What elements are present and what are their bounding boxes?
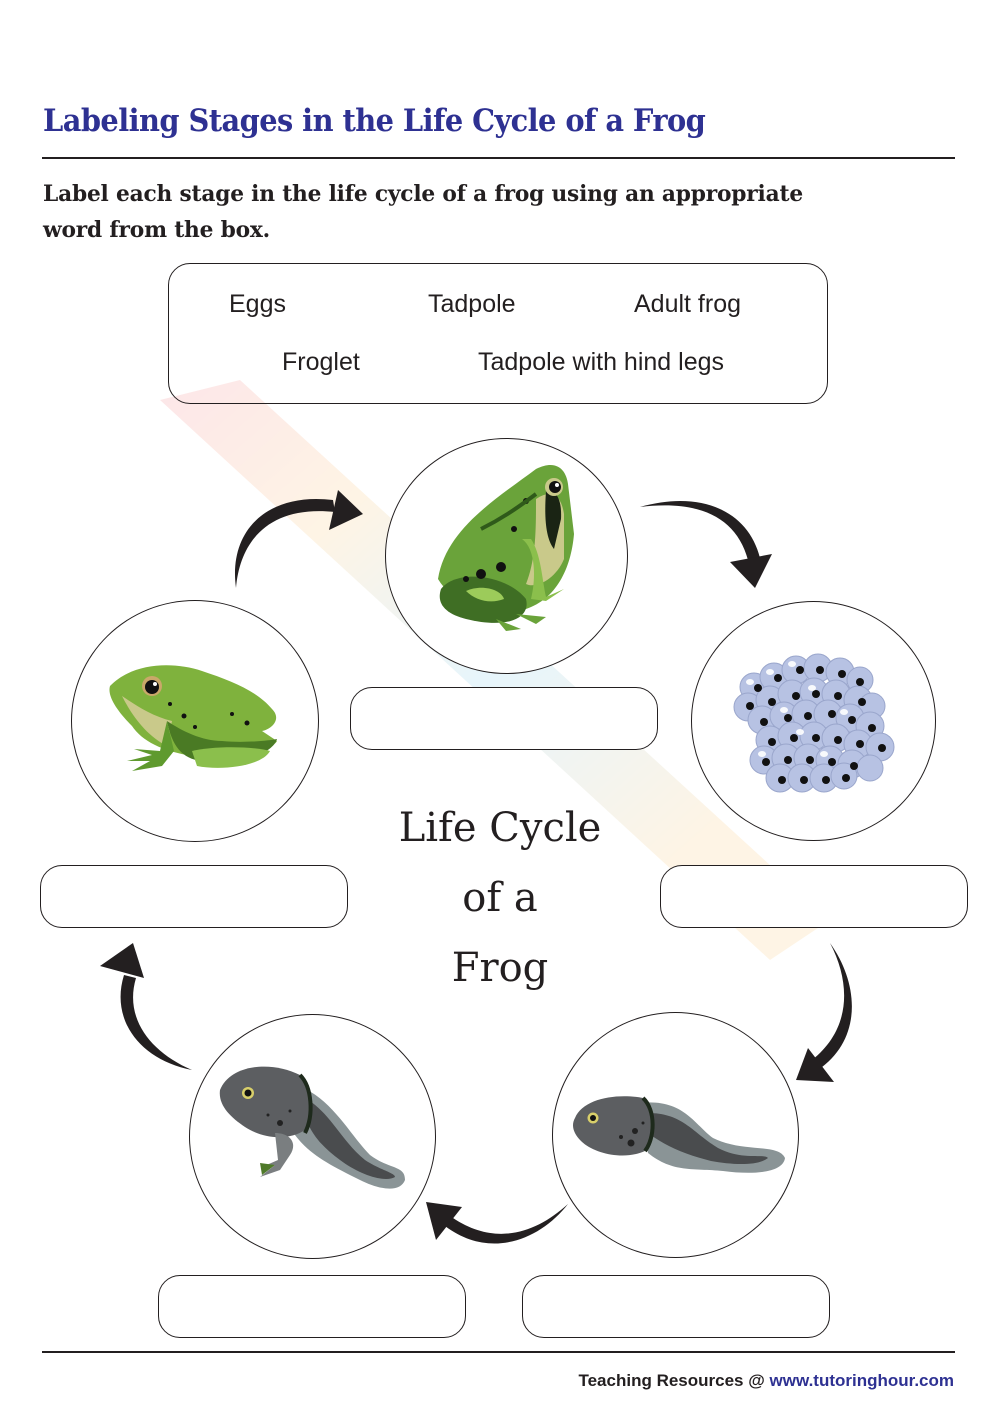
footer-url-link[interactable]: www.tutoringhour.com [769,1371,954,1390]
stage-circle-bottom-right [552,1012,799,1258]
label-field-tadpole-legs-stage[interactable] [158,1275,466,1338]
word-adult-frog: Adult frog [634,290,742,318]
stage-circle-bottom-left [189,1014,436,1259]
label-field-tadpole-stage[interactable] [522,1275,830,1338]
label-field-eggs-stage[interactable] [660,865,968,928]
instruction-line-1: Label each stage in the life cycle of a … [43,181,803,207]
word-froglet: Froglet [282,348,360,376]
word-eggs: Eggs [229,290,286,318]
froglet-illustration [109,665,277,771]
arrow-icon-tadpole-to-legs [426,1202,568,1244]
stage-circle-top [385,438,628,674]
arrow-icon-adult-to-eggs [640,501,772,588]
footer-prefix: Teaching Resources @ [578,1371,770,1390]
word-bank-box [168,263,828,404]
label-field-adult-frog-stage[interactable] [350,687,658,750]
tadpole-illustration [573,1096,785,1173]
tadpole-with-legs-illustration [219,1066,405,1189]
arrow-icon-froglet-to-adult [234,490,363,588]
diagram-center-title: Life Cycle of a Frog [380,793,620,1003]
instruction-text: Label each stage in the life cycle of a … [43,176,969,248]
page-title: Labeling Stages in the Life Cycle of a F… [43,103,706,139]
adult-frog-illustration [438,464,574,631]
instruction-line-2: word from the box. [43,217,271,243]
label-field-froglet-stage[interactable] [40,865,348,928]
word-tadpole-with-hind-legs: Tadpole with hind legs [478,348,724,376]
center-title-line-2: of a [462,875,538,921]
arrow-icon-eggs-to-tadpole [796,943,852,1082]
stage-circle-right [691,601,936,841]
footer-divider [42,1351,955,1353]
word-tadpole: Tadpole [428,290,516,318]
center-title-line-3: Frog [451,945,549,991]
title-divider [42,157,955,159]
center-title-line-1: Life Cycle [398,805,602,851]
frog-eggs-illustration [733,653,895,793]
stage-circle-left [71,600,319,842]
footer-credit: Teaching Resources @ www.tutoringhour.co… [578,1371,954,1391]
arrow-icon-legs-to-froglet [100,943,192,1070]
